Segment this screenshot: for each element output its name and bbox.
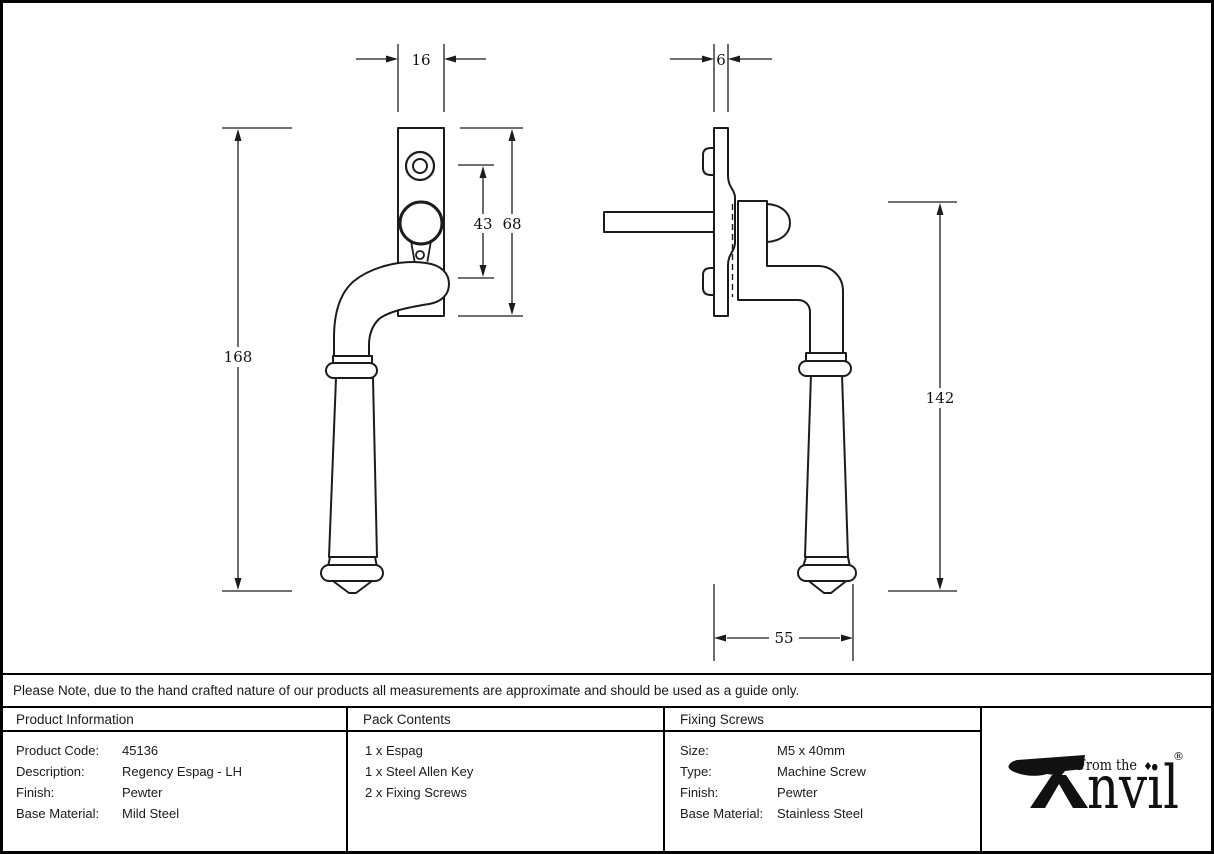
row-label: Description:: [16, 764, 85, 779]
row-value: Pewter: [122, 785, 163, 800]
technical-drawing: 168 16 43 68 6: [222, 44, 959, 661]
row-value: M5 x 40mm: [777, 743, 845, 758]
row-value: Regency Espag - LH: [122, 764, 242, 779]
table-row: Base Material: Stainless Steel: [665, 803, 980, 824]
anvil-icon: [1008, 755, 1085, 776]
front-grip: [328, 377, 378, 558]
row-value: Stainless Steel: [777, 806, 863, 821]
side-backplate: [713, 127, 736, 317]
front-pin-hole: [415, 250, 425, 260]
logo-name-rest: nvil: [1087, 753, 1179, 816]
front-view: [320, 127, 450, 594]
row-label: Type:: [680, 764, 712, 779]
pack-contents-section: Pack Contents 1 x Espag 1 x Steel Allen …: [346, 708, 663, 854]
fixing-screws-section: Fixing Screws Size: M5 x 40mm Type: Mach…: [663, 708, 980, 854]
table-row: Finish: Pewter: [0, 782, 346, 803]
dimension-43: 43: [458, 164, 498, 279]
list-item: 1 x Espag: [365, 743, 423, 758]
pack-contents-header: Pack Contents: [348, 708, 663, 732]
dim-label-55: 55: [774, 629, 793, 647]
table-row: Size: M5 x 40mm: [665, 740, 980, 761]
side-view: [603, 127, 857, 594]
front-knob: [398, 200, 444, 246]
row-label: Size:: [680, 743, 709, 758]
dim-label-16: 16: [411, 51, 430, 69]
front-tip-ring: [320, 564, 384, 582]
row-label: Base Material:: [16, 806, 100, 821]
dimension-68: 68: [458, 127, 527, 317]
product-information-section: Product Information Product Code: 45136 …: [0, 708, 346, 854]
note-text: Please Note, due to the hand crafted nat…: [13, 683, 800, 698]
note-bar: Please Note, due to the hand crafted nat…: [0, 673, 1214, 706]
row-label: Finish:: [16, 785, 55, 800]
info-table: Product Information Product Code: 45136 …: [0, 706, 1214, 854]
dimension-16: 16: [356, 44, 486, 112]
front-neck: [333, 261, 450, 365]
front-screw-hole-inner: [412, 158, 428, 174]
side-screw-boss-top: [702, 147, 717, 176]
table-row: Finish: Pewter: [665, 782, 980, 803]
dim-label-168: 168: [224, 348, 253, 366]
side-grip: [804, 373, 849, 558]
dim-label-142: 142: [926, 389, 955, 407]
row-label: Base Material:: [680, 806, 764, 821]
table-row: Description: Regency Espag - LH: [0, 761, 346, 782]
row-value: 45136: [122, 743, 159, 758]
row-value: Mild Steel: [122, 806, 180, 821]
anvil-a-legs: [1030, 775, 1088, 808]
row-value: Pewter: [777, 785, 818, 800]
list-item: 1 x Steel Allen Key: [365, 764, 474, 779]
row-label: Finish:: [680, 785, 719, 800]
dimension-6: 6: [670, 44, 772, 112]
brand-logo-box: nvil From the ♦ ®: [980, 708, 1214, 854]
registered-mark: ®: [1173, 750, 1184, 763]
fixing-screws-header: Fixing Screws: [665, 708, 980, 732]
dim-label-6: 6: [716, 51, 726, 69]
logo-prefix: From the: [1077, 756, 1137, 774]
row-value: Machine Screw: [777, 764, 866, 779]
table-row: Product Code: 45136: [0, 740, 346, 761]
side-knob: [766, 203, 791, 243]
front-keyhole: [410, 240, 432, 262]
diamond-icon: ♦: [1143, 760, 1153, 773]
dimension-168: 168: [222, 127, 292, 592]
side-screw-boss-bottom: [702, 267, 717, 296]
side-collar: [798, 360, 852, 377]
dim-label-43: 43: [473, 215, 492, 233]
table-row: Type: Machine Screw: [665, 761, 980, 782]
from-the-anvil-logo: nvil From the ♦ ®: [1008, 750, 1184, 816]
side-spindle: [603, 211, 717, 233]
front-collar: [325, 362, 378, 379]
list-item: 2 x Fixing Screws: [365, 785, 467, 800]
dimension-55: 55: [713, 584, 854, 661]
product-information-header: Product Information: [0, 708, 346, 732]
dimension-142: 142: [888, 201, 959, 592]
dim-label-68: 68: [502, 215, 521, 233]
row-label: Product Code:: [16, 743, 100, 758]
table-row: Base Material: Mild Steel: [0, 803, 346, 824]
side-tip-ring: [797, 564, 857, 582]
